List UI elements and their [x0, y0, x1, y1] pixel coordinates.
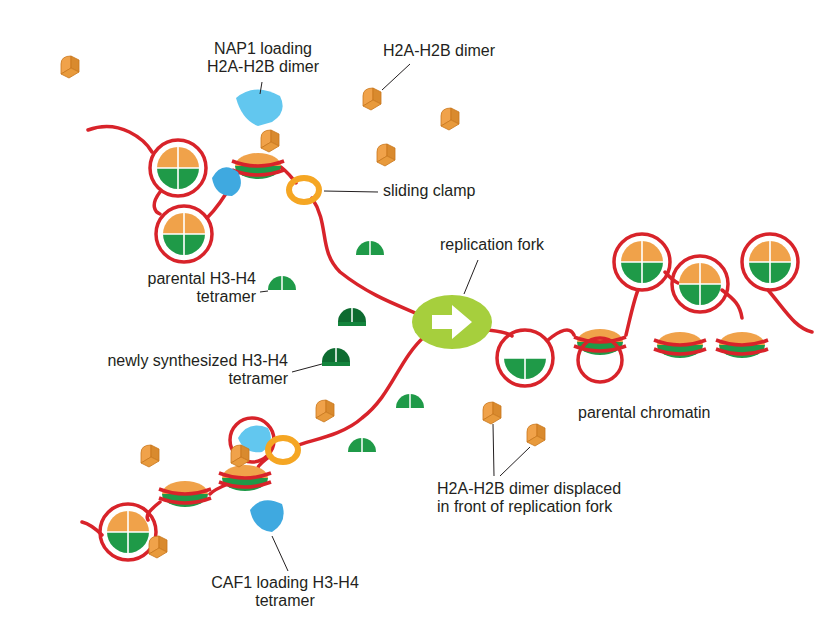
figure-label: newly synthesized H3-H4 tetramer — [100, 352, 288, 389]
figure-label: replication fork — [440, 236, 580, 254]
h2a-h2b-dimer — [61, 56, 79, 78]
new-h3-h4-tetramer — [338, 308, 366, 326]
caf1-chaperone — [250, 500, 284, 532]
figure-label: sliding clamp — [383, 182, 513, 200]
nucleosome — [672, 256, 728, 312]
h3-h4-tetramer — [356, 241, 384, 255]
nucleosome — [219, 465, 271, 491]
leader-line — [260, 82, 262, 94]
figure-label: parental H3-H4 tetramer — [100, 270, 256, 307]
leader-line — [382, 64, 410, 90]
leader-line — [260, 291, 268, 292]
nucleosome — [232, 153, 284, 179]
h3-h4-tetramer — [268, 276, 296, 290]
nucleosome — [654, 332, 706, 358]
sliding-clamp — [268, 438, 298, 462]
figure-label: parental chromatin — [578, 404, 748, 422]
leader-line — [292, 364, 322, 372]
dna-strand — [488, 272, 812, 340]
leader-line — [500, 447, 530, 476]
h2a-h2b-dimer — [149, 536, 167, 558]
h2a-h2b-dimer — [377, 144, 395, 166]
h2a-h2b-dimer — [231, 445, 249, 467]
h2a-h2b-dimer — [141, 445, 159, 467]
figure-label: H2A-H2B dimer displaced in front of repl… — [437, 480, 627, 517]
replication-fork — [412, 295, 492, 349]
nucleosome — [716, 332, 768, 358]
nucleosome — [614, 234, 670, 290]
figure-label: CAF1 loading H3-H4 tetramer — [205, 574, 365, 611]
nucleosome — [156, 206, 212, 262]
nucleosome — [150, 140, 206, 196]
nap1-chaperone — [236, 89, 283, 126]
new-h3-h4-tetramer — [322, 348, 350, 366]
nucleosome — [100, 504, 156, 560]
leader-line — [324, 191, 378, 192]
sliding-clamp — [289, 178, 319, 202]
fork-arrow — [432, 305, 472, 339]
h2a-h2b-dimer — [483, 402, 501, 424]
leader-line — [493, 424, 494, 476]
h3-h4-tetramer — [348, 438, 376, 452]
leader-line — [272, 536, 288, 571]
h3-h4-tetramer — [396, 394, 424, 408]
dna-loop — [578, 338, 622, 382]
figure-label: H2A-H2B dimer — [383, 42, 523, 60]
nap1-chaperone — [212, 167, 241, 196]
h2a-h2b-dimer — [441, 108, 459, 130]
nucleosome — [742, 234, 798, 290]
h2a-h2b-dimer — [261, 130, 279, 152]
h2a-h2b-dimer — [316, 400, 334, 422]
nucleosome — [497, 330, 553, 386]
dna-strand — [88, 127, 418, 314]
nucleosome — [159, 481, 211, 507]
h2a-h2b-dimer — [527, 424, 545, 446]
leader-line — [464, 260, 478, 294]
figure-label: NAP1 loading H2A-H2B dimer — [196, 40, 330, 77]
h2a-h2b-dimer — [363, 88, 381, 110]
